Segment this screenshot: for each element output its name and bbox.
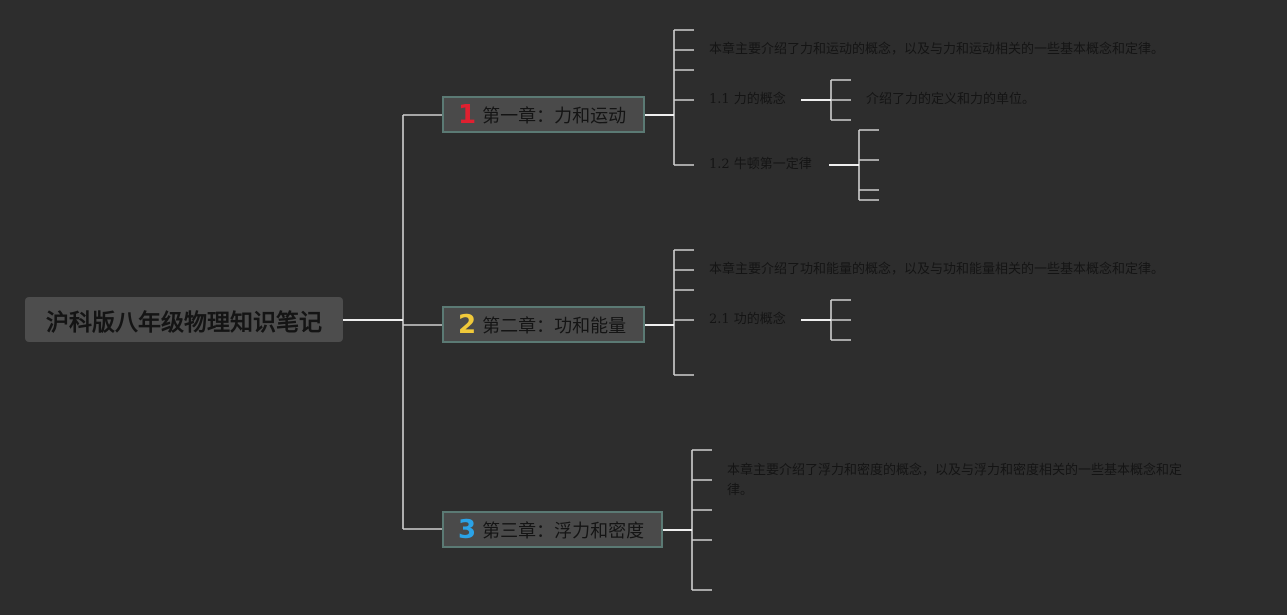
section-1-1-detail[interactable]: 介绍了力的定义和力的单位。 (866, 92, 1036, 107)
chapter-2-topic[interactable]: 2 第二章：功和能量 (442, 306, 645, 343)
chapter-1-number-badge: 1 (458, 99, 477, 130)
chapter-1-summary[interactable]: 本章主要介绍了力和运动的概念，以及与力和运动相关的一些基本概念和定律。 (709, 42, 1165, 57)
chapter-2-title: 第二章：功和能量 (482, 315, 627, 337)
chapter-2-summary[interactable]: 本章主要介绍了功和能量的概念，以及与功和能量相关的一些基本概念和定律。 (709, 262, 1165, 277)
chapter-3-number-badge: 3 (458, 514, 477, 545)
section-1-2-title[interactable]: 1.2 牛顿第一定律 (709, 157, 812, 172)
chapter-3-topic[interactable]: 3 第三章：浮力和密度 (442, 511, 663, 548)
chapter-3-summary-line-1[interactable]: 本章主要介绍了浮力和密度的概念，以及与浮力和密度相关的一些基本概念和定 (727, 463, 1183, 478)
section-2-1-title[interactable]: 2.1 功的概念 (709, 312, 786, 327)
chapter-2-number-badge: 2 (458, 309, 477, 340)
chapter-1-title: 第一章：力和运动 (482, 105, 627, 127)
chapter-3-title: 第三章：浮力和密度 (482, 520, 645, 542)
chapter-1-topic[interactable]: 1 第一章：力和运动 (442, 96, 645, 133)
section-1-1-title[interactable]: 1.1 力的概念 (709, 92, 786, 107)
chapter-3-summary-line-2: 律。 (727, 483, 754, 498)
root-topic[interactable]: 沪科版八年级物理知识笔记 (25, 297, 343, 342)
root-title: 沪科版八年级物理知识笔记 (46, 309, 322, 336)
